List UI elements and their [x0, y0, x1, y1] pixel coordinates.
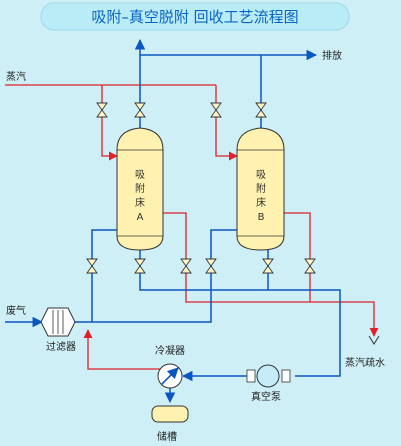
filter	[40, 307, 76, 337]
valve-icon	[134, 258, 146, 274]
valve-icon	[96, 102, 108, 118]
bed-a-label-2: 附	[135, 182, 145, 195]
pump-label: 真空泵	[251, 390, 281, 403]
title-banner	[40, 2, 350, 31]
drain-icon	[368, 335, 380, 345]
valves	[86, 102, 316, 274]
valve-icon	[210, 102, 222, 118]
exhaust-gas-label: 废气	[6, 304, 26, 317]
bed-a-label-1: 吸	[135, 170, 145, 181]
vent-label: 排放	[322, 49, 342, 62]
bed-b-label-3: 床	[256, 196, 266, 209]
filter-label: 过滤器	[46, 340, 76, 353]
condensate-label: 蒸汽疏水	[345, 356, 385, 369]
process-lines	[5, 38, 341, 404]
valve-icon	[134, 102, 146, 118]
valve-icon	[255, 102, 267, 118]
bed-b-label-2: 附	[256, 182, 266, 195]
steam-label: 蒸汽	[6, 70, 26, 83]
bed-b-label-4: B	[258, 212, 265, 223]
bed-a-label-4: A	[137, 212, 144, 223]
bed-b-label-1: 吸	[256, 170, 266, 181]
valve-icon	[205, 258, 217, 274]
valve-icon	[86, 258, 98, 274]
valve-icon	[262, 258, 274, 274]
tank-icon	[151, 405, 189, 423]
valve-icon	[180, 258, 192, 274]
condenser-label: 冷凝器	[155, 344, 185, 357]
valve-icon	[304, 258, 316, 274]
tank-label: 储槽	[157, 430, 177, 443]
page-title: 吸附–真空脱附 回收工艺流程图	[91, 8, 298, 26]
vacuum-pump	[246, 364, 291, 388]
storage-tank	[151, 405, 189, 423]
pump-icon	[256, 364, 280, 388]
condenser	[157, 363, 183, 389]
adsorber-bed-b: 吸 附 床 B	[236, 127, 285, 251]
drain	[368, 335, 380, 345]
adsorber-bed-a: 吸 附 床 A	[116, 127, 164, 251]
bed-a-label-3: 床	[135, 196, 145, 209]
